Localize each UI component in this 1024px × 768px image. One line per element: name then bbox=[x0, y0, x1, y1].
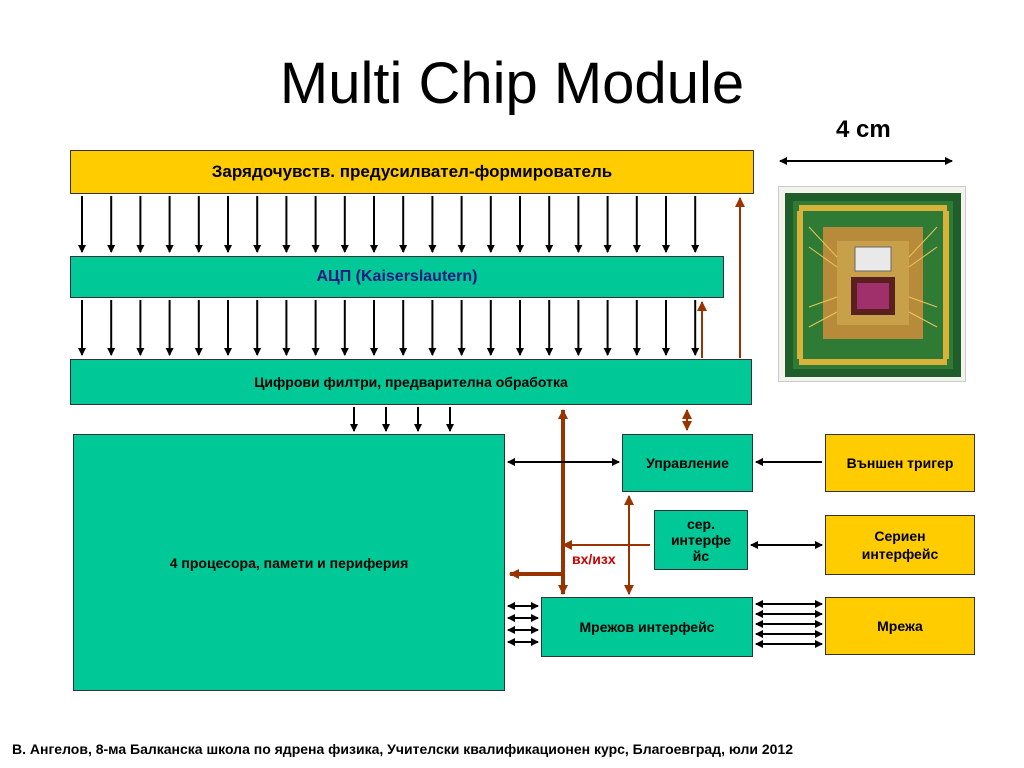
control-label: Управление bbox=[646, 455, 729, 471]
adc-label: АЦП (Kaiserslautern) bbox=[316, 268, 478, 285]
scale-label: 4 cm bbox=[836, 116, 891, 143]
preamp-label: Зарядочувств. предусилвател-формировател… bbox=[211, 162, 613, 181]
control-block: Управление bbox=[622, 434, 753, 492]
network-block: Мрежа bbox=[825, 597, 975, 655]
ext-trigger-block: Външен тригер bbox=[825, 434, 975, 492]
filters-block: Цифрови филтри, предварителна обработка bbox=[70, 359, 752, 405]
processors-block: 4 процесора, памети и периферия bbox=[73, 434, 505, 691]
serial-ext-label: Сериен интерфейс bbox=[861, 528, 939, 562]
preamp-block: Зарядочувств. предусилвател-формировател… bbox=[70, 150, 754, 194]
ext-trigger-label: Външен тригер bbox=[846, 455, 954, 471]
serial-if-block: сер. интерфе йс bbox=[654, 510, 748, 570]
slide-title: Multi Chip Module bbox=[279, 51, 745, 116]
io-label: вх/изх bbox=[572, 551, 616, 567]
serial-ext-block: Сериен интерфейс bbox=[825, 515, 975, 575]
network-if-block: Мрежов интерфейс bbox=[541, 597, 753, 657]
serial-if-label: сер. интерфе йс bbox=[670, 516, 732, 564]
network-if-label: Мрежов интерфейс bbox=[579, 619, 715, 635]
filters-label: Цифрови филтри, предварителна обработка bbox=[254, 374, 568, 390]
network-label: Мрежа bbox=[877, 618, 923, 634]
chip-photo bbox=[778, 186, 966, 382]
adc-block: АЦП (Kaiserslautern) bbox=[70, 256, 724, 298]
processors-label: 4 процесора, памети и периферия bbox=[169, 554, 409, 571]
footer-credit: В. Ангелов, 8-ма Балканска школа по ядре… bbox=[12, 741, 793, 757]
